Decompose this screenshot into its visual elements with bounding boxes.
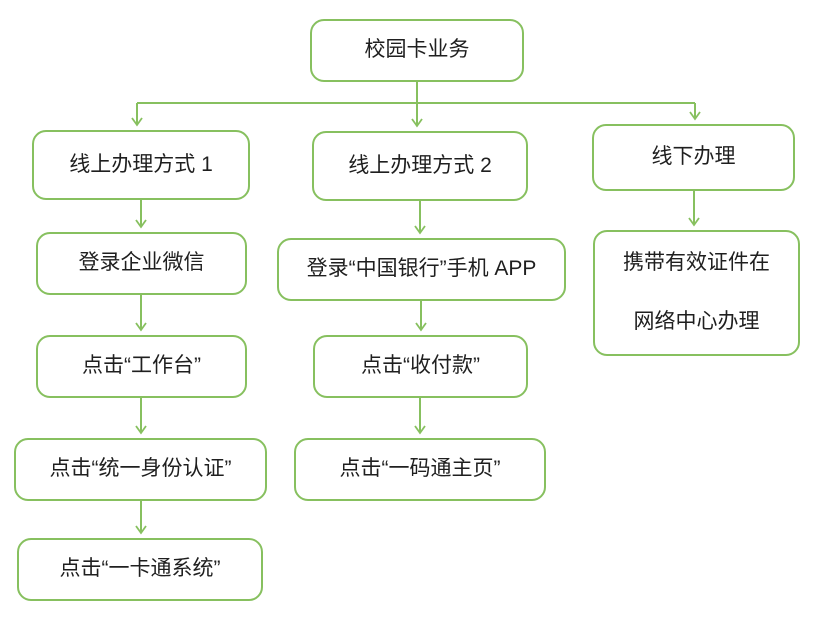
- node-click-ecard-system: 点击“一卡通系统”: [17, 538, 263, 601]
- node-login-wecom: 登录企业微信: [36, 232, 247, 295]
- node-click-unified-identity-auth: 点击“统一身份认证”: [14, 438, 267, 501]
- node-root-campus-card-service: 校园卡业务: [310, 19, 524, 82]
- node-click-yimatong-home: 点击“一码通主页”: [294, 438, 546, 501]
- node-click-payment: 点击“收付款”: [313, 335, 528, 398]
- node-offline-method: 线下办理: [592, 124, 795, 191]
- node-online-method-1: 线上办理方式 1: [32, 130, 250, 200]
- node-offline-instructions: 携带有效证件在 网络中心办理: [593, 230, 800, 356]
- node-click-workbench: 点击“工作台”: [36, 335, 247, 398]
- node-login-boc-app: 登录“中国银行”手机 APP: [277, 238, 566, 301]
- node-online-method-2: 线上办理方式 2: [312, 131, 528, 201]
